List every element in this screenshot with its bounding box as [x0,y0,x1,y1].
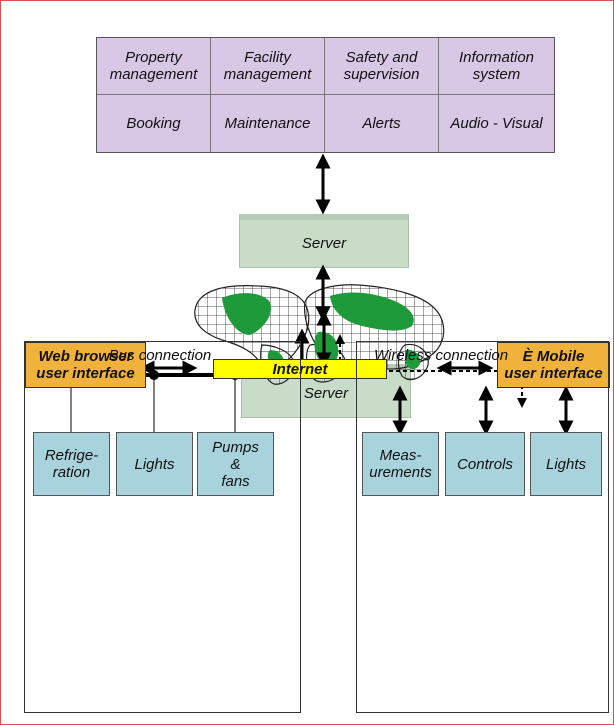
device-controls: Controls [445,432,525,496]
device-pumps-fans: Pumps & fans [197,432,274,496]
bus-connection-title: Bus connection [108,347,212,364]
wireless-connection-title: Wireless connection [374,347,509,364]
cell-information-system: Information system [439,38,554,95]
device-refrigeration: Refrige- ration [33,432,110,496]
mobile-ui: È Mobile user interface [497,342,610,388]
cell-property-management: Property management [97,38,211,95]
cell-alerts: Alerts [325,95,439,152]
wireless-down-arrowhead [517,398,527,408]
wireless-section-outline [356,341,609,713]
device-measurements: Meas- urements [362,432,439,496]
bus-section-outline [24,341,301,713]
cell-facility-management: Facility management [211,38,325,95]
server-top: Server [239,214,409,268]
cell-safety-supervision: Safety and supervision [325,38,439,95]
cell-booking: Booking [97,95,211,152]
web-browser-ui: Web browser user interface [25,342,146,388]
device-lights-bus: Lights [116,432,193,496]
wireless-up-arrowhead [335,334,345,344]
cell-maintenance: Maintenance [211,95,325,152]
wireless-dashed-link [339,336,523,398]
cell-audio-visual: Audio - Visual [439,95,554,152]
device-lights-wireless: Lights [530,432,602,496]
